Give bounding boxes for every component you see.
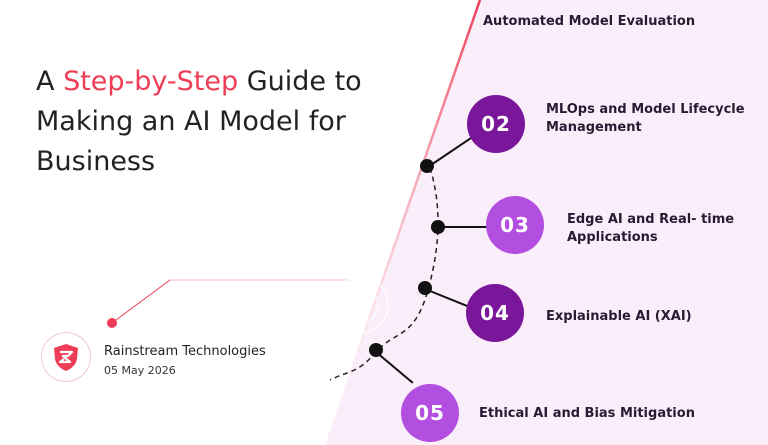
- step-number-03: 03: [500, 213, 530, 237]
- step-badge-04: 04: [466, 284, 524, 342]
- step-label-edge-ai: Edge AI and Real- time Applications: [567, 212, 735, 245]
- step-badge-02: 02: [467, 95, 525, 153]
- company-logo: [42, 333, 90, 381]
- company-name: Rainstream Technologies: [104, 344, 266, 359]
- publish-date: 05 May 2026: [104, 364, 176, 377]
- step-number-04: 04: [480, 301, 510, 325]
- timeline-dot-03: [431, 220, 445, 234]
- title-accent: Step-by-Step: [63, 66, 239, 97]
- connector-03: [440, 226, 488, 228]
- step-label-automated-evaluation: Automated Model Evaluation: [483, 14, 696, 29]
- step-label-mlops: MLOps and Model Lifecycle Management: [546, 102, 745, 135]
- step-badge-03: 03: [486, 196, 544, 254]
- shield-logo-icon: [54, 344, 78, 371]
- step-number-02: 02: [481, 112, 511, 136]
- page-title: A Step-by-Step Guide to Making an AI Mod…: [36, 62, 396, 182]
- step-label-ethical-ai: Ethical AI and Bias Mitigation: [479, 406, 695, 421]
- title-part-2: Guide to Making an AI Model for Business: [36, 66, 362, 177]
- timeline-dot-02: [420, 159, 434, 173]
- step-number-05: 05: [415, 401, 445, 425]
- step-label-xai: Explainable AI (XAI): [546, 309, 692, 324]
- timeline-dot-04: [418, 281, 432, 295]
- step-badge-05: 05: [401, 384, 459, 442]
- title-part-1: A: [36, 66, 64, 97]
- timeline-dot-05: [369, 343, 383, 357]
